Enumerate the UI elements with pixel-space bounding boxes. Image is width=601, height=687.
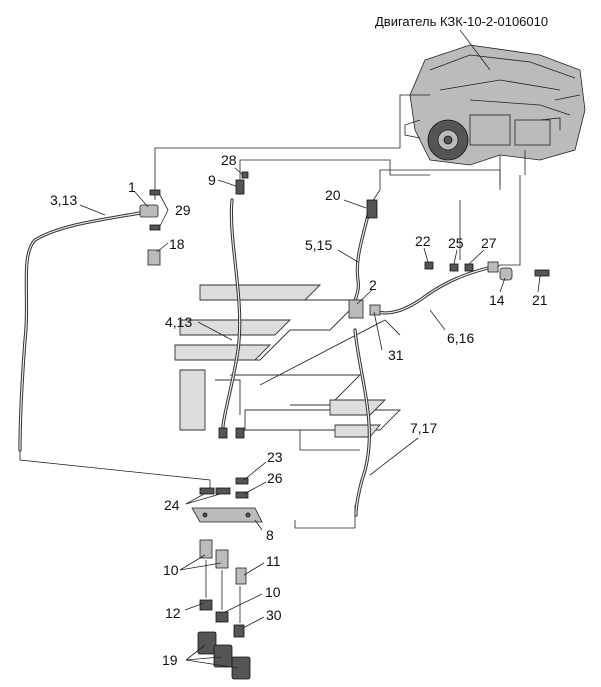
- callout-21: 21: [532, 292, 548, 308]
- callout-7-17: 7,17: [410, 420, 437, 436]
- hose-6-16: [376, 266, 490, 315]
- callout-24: 24: [164, 497, 180, 513]
- callout-14: 14: [489, 292, 505, 308]
- callout-10-upper: 10: [163, 562, 179, 578]
- callout-25: 25: [448, 235, 464, 251]
- callout-8: 8: [266, 527, 274, 543]
- hose-4-13: [220, 198, 242, 437]
- callout-27: 27: [481, 235, 497, 251]
- callout-6-16: 6,16: [447, 330, 474, 346]
- callout-22: 22: [415, 233, 431, 249]
- routing-lines: [19, 94, 521, 529]
- frame-structure: [174, 284, 402, 438]
- lower-fittings: [199, 539, 247, 638]
- callout-20: 20: [325, 187, 341, 203]
- callout-5-15: 5,15: [305, 237, 332, 253]
- callout-2: 2: [369, 277, 377, 293]
- callout-31: 31: [388, 347, 404, 363]
- callout-19: 19: [162, 652, 178, 668]
- callout-29: 29: [175, 202, 191, 218]
- callout-18: 18: [169, 236, 185, 252]
- engine-leader-line: [459, 29, 491, 71]
- callout-11: 11: [266, 553, 281, 569]
- mounting-plate: [191, 507, 263, 523]
- callout-28: 28: [221, 152, 237, 168]
- fittings: [139, 171, 550, 499]
- callout-4-13: 4,13: [165, 314, 192, 330]
- callout-23: 23: [267, 449, 283, 465]
- callout-12: 12: [165, 605, 181, 621]
- engine-drawing: [404, 44, 586, 185]
- callout-10-lower: 10: [265, 584, 281, 600]
- hose-7-17: [353, 328, 371, 517]
- hose-5-15: [352, 213, 370, 307]
- callout-30: 30: [266, 607, 282, 623]
- callout-26: 26: [267, 470, 283, 486]
- callout-labels: 1 2 3,13 4,13 5,15 6,16 7,17 8 9 10 10 1…: [50, 152, 548, 668]
- callout-3-13: 3,13: [50, 192, 77, 208]
- callout-9: 9: [208, 172, 216, 188]
- caps: [197, 631, 251, 680]
- callout-1: 1: [128, 179, 136, 195]
- engine-label: Двигатель КЗК-10-2-0106010: [375, 14, 548, 29]
- hose-3-13: [18, 211, 142, 452]
- leader-lines: [79, 167, 541, 669]
